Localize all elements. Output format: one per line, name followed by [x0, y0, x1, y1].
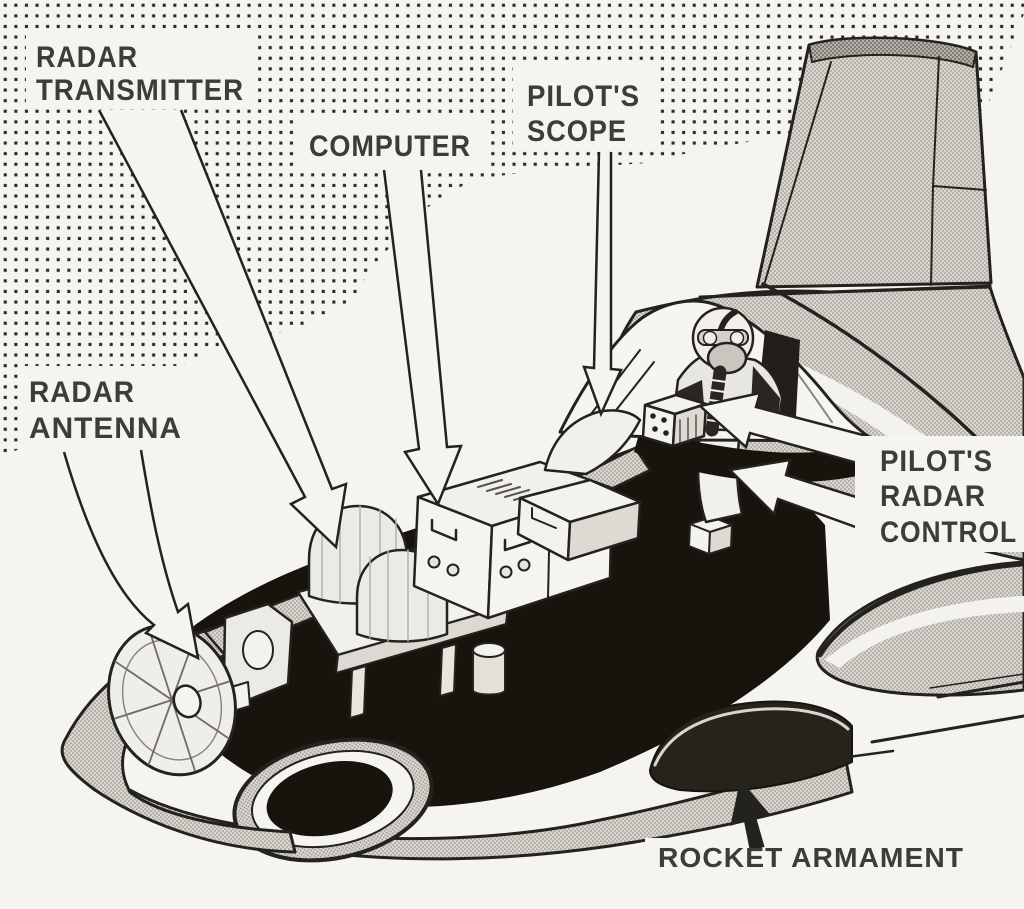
label-radar-transmitter-line2: TRANSMITTER [36, 74, 244, 107]
wing-highlight [825, 596, 1024, 668]
antenna-mount-hub [242, 630, 274, 670]
label-rocket-armament: ROCKET ARMAMENT [658, 842, 964, 873]
callout-labels: RADAR TRANSMITTER COMPUTER PILOT'S SCOPE… [29, 41, 1017, 873]
aft-equipment-boxes [516, 478, 733, 562]
equipment-bay [107, 421, 744, 777]
label-pilots-radar-control-line1: PILOT'S [880, 445, 993, 478]
label-band [18, 366, 200, 448]
rudder-line [930, 56, 987, 286]
label-pilots-radar-control-line3: CONTROL [880, 516, 1017, 549]
radar-control-box [641, 393, 708, 448]
callout-arrows [62, 109, 771, 852]
aft-box-side [566, 500, 642, 562]
scope-hood [543, 409, 642, 476]
label-radar-transmitter-line1: RADAR [36, 41, 138, 74]
spine-highlight [646, 318, 965, 470]
label-computer-line1: COMPUTER [309, 130, 471, 163]
control-box-dot [663, 430, 669, 436]
label-band [26, 30, 258, 108]
dome-ribs [321, 505, 397, 605]
knob [517, 558, 531, 572]
label-band [513, 66, 655, 150]
knob [427, 555, 441, 569]
wing-leading-edge [817, 561, 1024, 658]
fin-panel-line [763, 61, 832, 286]
radar-antenna-assembly [107, 602, 294, 777]
control-box-hatch [679, 414, 697, 443]
label-pilots-radar-control-line2: RADAR [880, 480, 986, 513]
cylinder-top [472, 642, 506, 658]
speed-lines [764, 673, 1024, 770]
control-box-dot [661, 417, 667, 423]
dome-ribs [369, 549, 429, 642]
dish-hub [172, 684, 202, 719]
label-band [855, 436, 1024, 552]
fin-base-line [698, 284, 992, 299]
aft-box-detail [531, 507, 557, 529]
control-box-dot [652, 426, 658, 432]
panel-handle [430, 518, 458, 542]
dish-spokes [114, 628, 230, 772]
goggle-lens [702, 330, 718, 346]
label-radar-transmitter: RADAR TRANSMITTER [36, 41, 244, 107]
radar-antenna-arrow [62, 449, 200, 661]
label-rocket-armament-line1: ROCKET ARMAMENT [658, 842, 964, 873]
control-box-dot [650, 413, 656, 419]
wing [815, 560, 1024, 697]
label-pilots-scope-line2: SCOPE [527, 115, 627, 148]
rocket-pod [649, 700, 853, 793]
label-radar-antenna-line2: ANTENNA [29, 412, 182, 445]
label-radar-antenna-line1: RADAR [29, 376, 135, 409]
antenna-dish [107, 623, 237, 777]
canopy-reflection [794, 369, 833, 423]
label-radar-antenna: RADAR ANTENNA [29, 376, 182, 445]
label-computer: COMPUTER [309, 130, 471, 163]
radar-transmitter-arrow [97, 109, 348, 550]
platform-leg [349, 665, 367, 719]
tail-fin [755, 36, 993, 289]
halftone-dot-background [0, 0, 1024, 456]
platform-leg [439, 643, 457, 697]
intake-duct-dark [266, 761, 393, 837]
cylinder-body [472, 649, 506, 696]
rocket-armament-arrow [730, 779, 771, 852]
intake [232, 737, 434, 863]
label-pilots-scope: PILOT'S SCOPE [527, 80, 640, 148]
rocket-pod-highlight [653, 707, 850, 767]
label-band [645, 838, 990, 874]
tail-fin-cap [808, 36, 977, 68]
pilots-radar-control-arrow-upper [697, 391, 906, 475]
label-pilots-radar-control: PILOT'S RADAR CONTROL [880, 445, 1017, 549]
oxygen-mask [706, 341, 748, 375]
hose-ribs [707, 379, 727, 423]
small-cube-side [708, 524, 733, 555]
computer-arrow [382, 169, 463, 507]
label-pilots-scope-line1: PILOT'S [527, 80, 640, 113]
label-band [296, 120, 488, 166]
knob [446, 563, 460, 577]
component-cylinder [472, 642, 506, 696]
knob [499, 565, 513, 579]
control-box-side [671, 402, 708, 448]
label-knockouts [18, 30, 1024, 874]
cockpit-sill-shadow [634, 430, 882, 483]
pilots-scope-arrow [582, 151, 623, 418]
wing-surface [815, 560, 1024, 697]
